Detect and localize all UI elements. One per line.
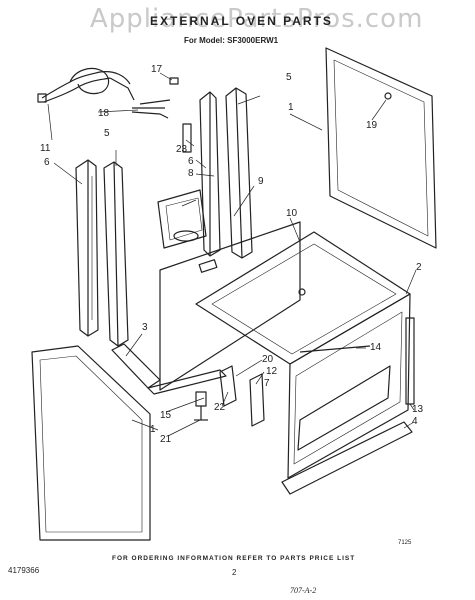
callout-6-center: 6 <box>188 156 194 167</box>
callout-13: 13 <box>412 404 424 415</box>
page-title: EXTERNAL OVEN PARTS <box>150 14 333 28</box>
door-hinge <box>249 373 265 427</box>
access-cover <box>157 189 207 249</box>
sheet-code: 7125 <box>398 540 412 546</box>
back-panel <box>159 221 301 391</box>
callout-1-front: 1 <box>150 424 156 435</box>
callout-18: 18 <box>98 108 110 119</box>
callout-22: 22 <box>214 402 226 413</box>
page-number: 2 <box>232 568 237 577</box>
callout-1-back: 1 <box>288 102 294 113</box>
callout-15: 15 <box>160 410 172 421</box>
callout-5-left: 5 <box>104 128 110 139</box>
right-outer-side <box>287 293 411 479</box>
callout-17: 17 <box>151 64 163 75</box>
toe-plate <box>281 421 413 495</box>
rear-panel-left <box>199 91 221 257</box>
base-rail <box>111 343 227 395</box>
rear-panel-right <box>225 87 253 259</box>
wire-bundle <box>131 99 171 119</box>
wire-harness <box>37 67 135 103</box>
callout-9: 9 <box>258 176 264 187</box>
watermark: AppliancePartsPros.com <box>90 4 424 34</box>
outer-back-panel <box>325 47 437 249</box>
handwritten-note: 707-A-2 <box>290 586 317 595</box>
callout-11: 11 <box>40 143 51 154</box>
callout-20: 20 <box>262 354 274 365</box>
leveling-leg <box>194 391 208 421</box>
part-number: 4179366 <box>8 566 40 575</box>
hinge-bracket <box>219 365 237 407</box>
callout-2: 2 <box>416 262 422 273</box>
callout-23: 23 <box>176 144 188 155</box>
model-line: For Model: SF3000ERW1 <box>184 36 279 45</box>
callout-12: 12 <box>266 366 278 377</box>
clip-part <box>169 77 179 85</box>
callout-8: 8 <box>188 168 194 179</box>
small-bracket <box>182 123 192 153</box>
callout-5-right: 5 <box>286 72 292 83</box>
callout-6-left: 6 <box>44 157 50 168</box>
callout-3: 3 <box>142 322 148 333</box>
callout-14: 14 <box>370 342 382 353</box>
front-door-frame <box>31 345 151 541</box>
callout-4: 4 <box>412 416 418 427</box>
leader-lines <box>47 72 417 437</box>
callout-21: 21 <box>160 434 172 445</box>
left-side-panel <box>75 159 99 337</box>
ordering-note: FOR ORDERING INFORMATION REFER TO PARTS … <box>112 555 356 562</box>
callout-7: 7 <box>264 378 270 389</box>
right-front-trim <box>405 317 415 405</box>
callout-10: 10 <box>286 208 298 219</box>
vent-strip <box>299 345 371 353</box>
callout-19: 19 <box>366 120 378 131</box>
left-side-trim <box>103 161 129 347</box>
